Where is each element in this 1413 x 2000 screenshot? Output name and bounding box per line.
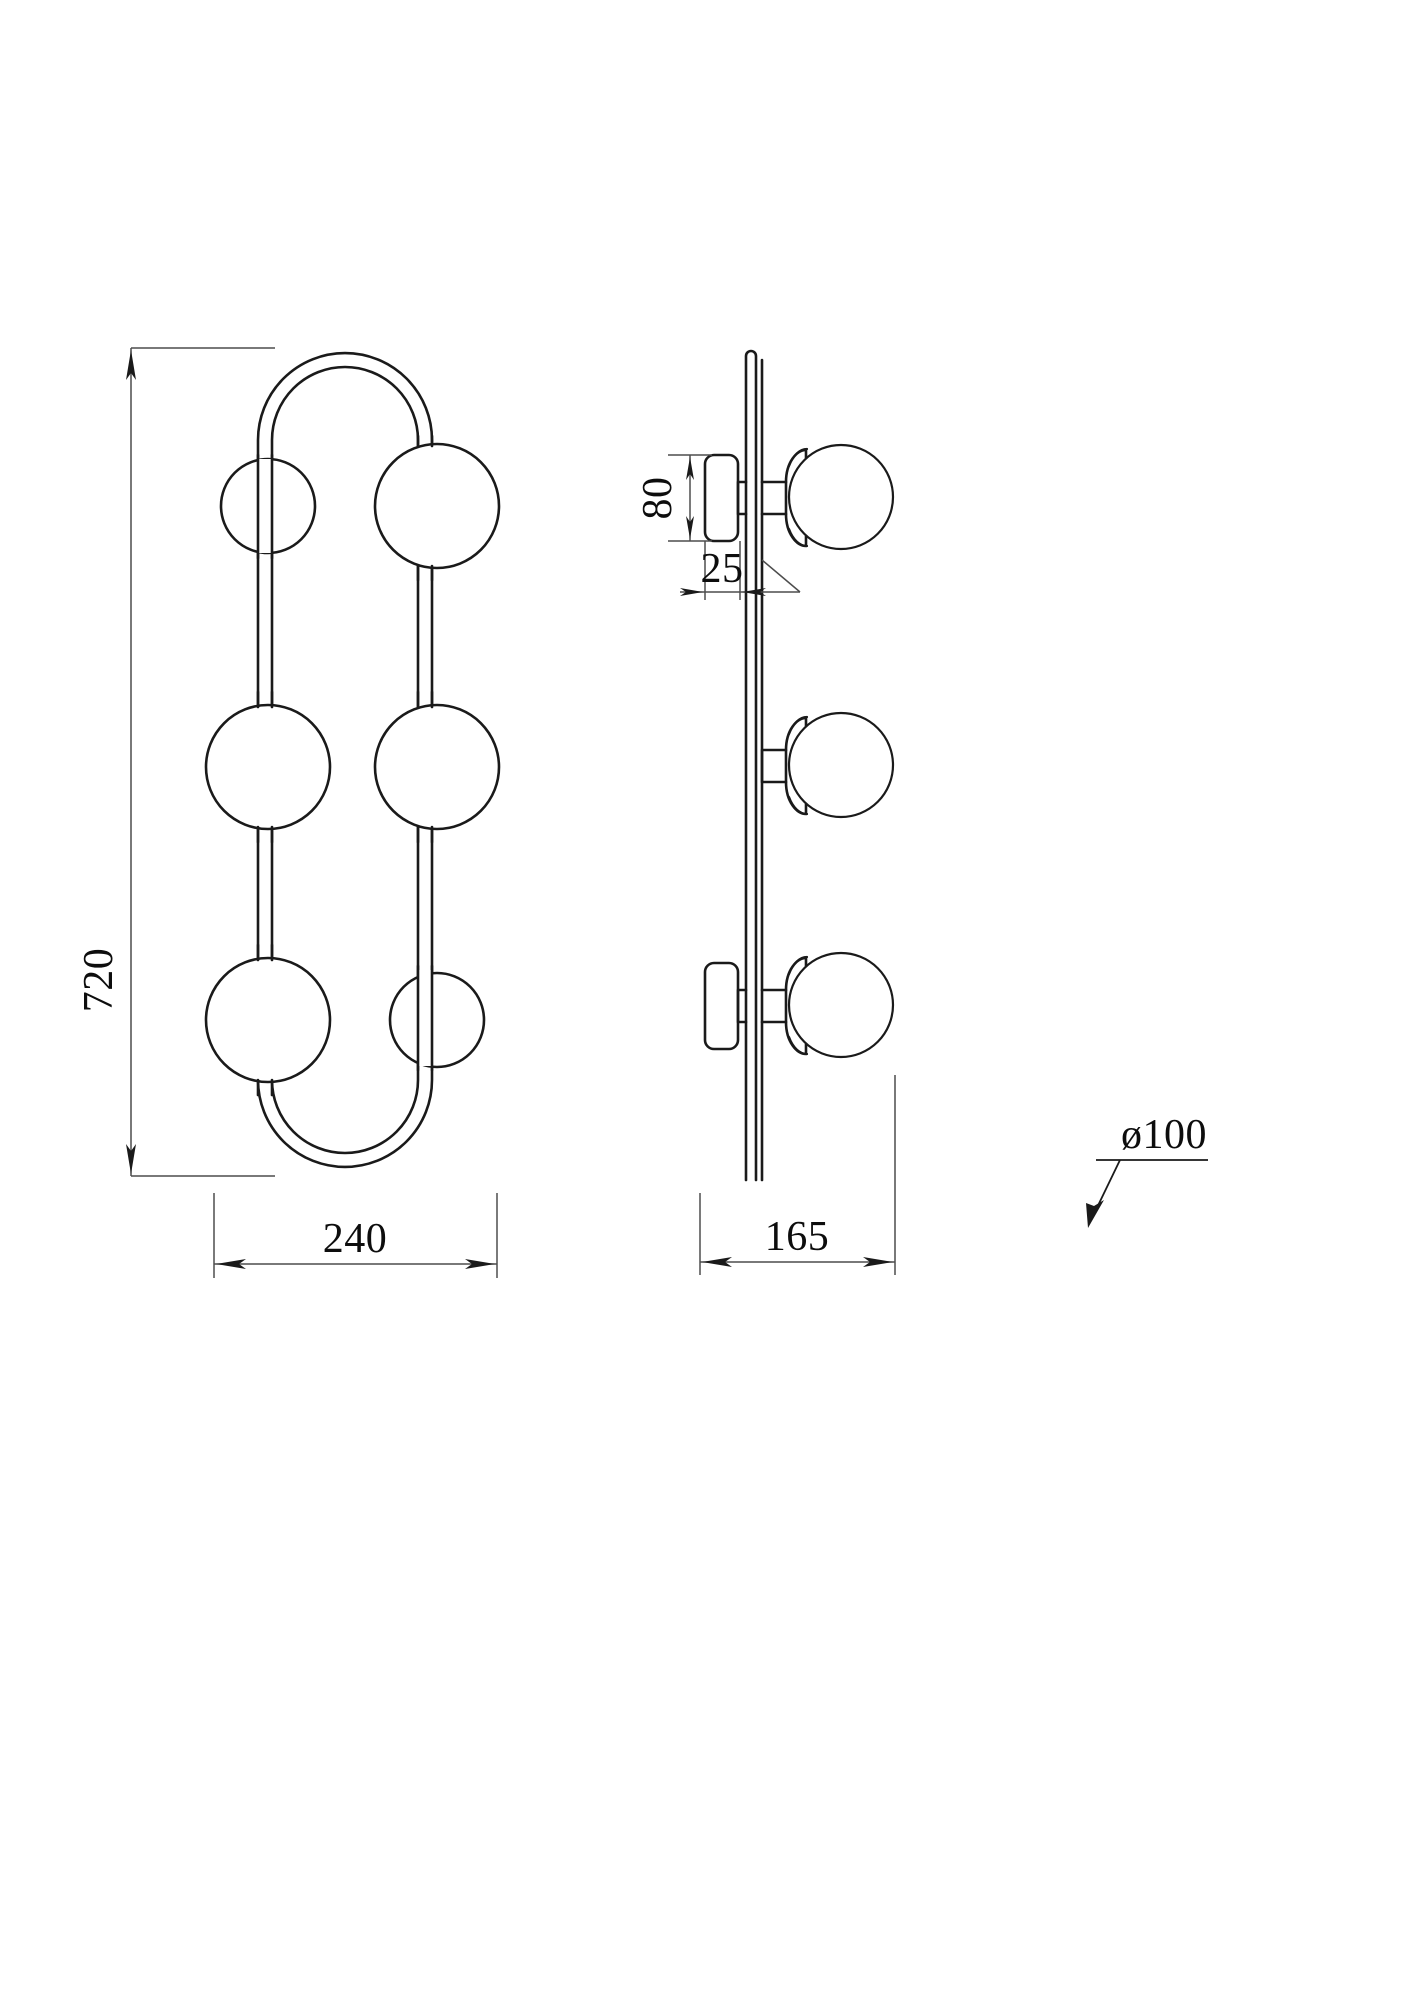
tube-mask-tl	[258, 459, 272, 553]
arrow-diameter	[1086, 1200, 1104, 1228]
arrow-25-right	[742, 588, 766, 596]
arrow-240-left	[216, 1259, 246, 1269]
wall-plate-top	[703, 453, 740, 543]
side-globe-mid-mask	[789, 713, 893, 817]
arrow-240-right	[465, 1259, 495, 1269]
dim-label-80: 80	[635, 477, 681, 520]
arrow-80-top	[686, 457, 694, 480]
arrow-720-top	[126, 350, 136, 380]
dim-label-165: 165	[765, 1214, 830, 1260]
dimension-plate-depth-25: 25	[680, 541, 801, 600]
arrow-25-left	[680, 588, 703, 596]
globe-neck-bottom-front	[787, 955, 809, 1056]
front-view	[204, 351, 501, 1169]
side-view	[703, 349, 895, 1182]
side-globe-bottom	[787, 951, 895, 1059]
side-globe-mid	[787, 711, 895, 819]
arrow-165-right	[863, 1257, 893, 1267]
plate-connector-bottom	[736, 988, 748, 1024]
globe-neck-top-front	[787, 447, 809, 548]
globe-top-right	[373, 442, 501, 570]
side-rod	[744, 349, 758, 1182]
globe-bot-right	[388, 971, 486, 1069]
arrow-720-bottom	[126, 1144, 136, 1174]
dimension-plate-height-80: 80	[635, 454, 712, 542]
globe-stem-bottom	[760, 988, 788, 1024]
ext-line-25-rod	[761, 559, 801, 593]
side-globe-top-mask	[789, 445, 893, 549]
arrow-165-left	[702, 1257, 732, 1267]
wall-plate-bottom	[703, 961, 740, 1051]
tube-mask-br	[418, 970, 432, 1066]
plate-connector-top	[736, 480, 748, 516]
arrow-80-bottom	[686, 516, 694, 539]
side-globe-top	[787, 443, 895, 551]
dimension-height-720: 720	[76, 347, 275, 1177]
dim-label-240: 240	[323, 1216, 388, 1262]
globe-mid-right	[373, 703, 501, 831]
side-globe-bottom-mask	[789, 953, 893, 1057]
dimension-globe-diameter: ø100	[1086, 1112, 1208, 1228]
globe-neck-mid-front	[787, 715, 809, 816]
globe-mid-left	[204, 703, 332, 831]
globe-bot-left	[204, 956, 332, 1084]
dimension-side-depth-165: 165	[699, 1075, 896, 1275]
dim-label-25: 25	[701, 546, 744, 592]
globe-stem-mid	[760, 748, 788, 784]
dim-label-diameter: ø100	[1121, 1112, 1207, 1158]
dimension-width-240: 240	[213, 1193, 498, 1278]
globe-stem-top	[760, 480, 788, 516]
dim-label-720: 720	[76, 948, 122, 1013]
